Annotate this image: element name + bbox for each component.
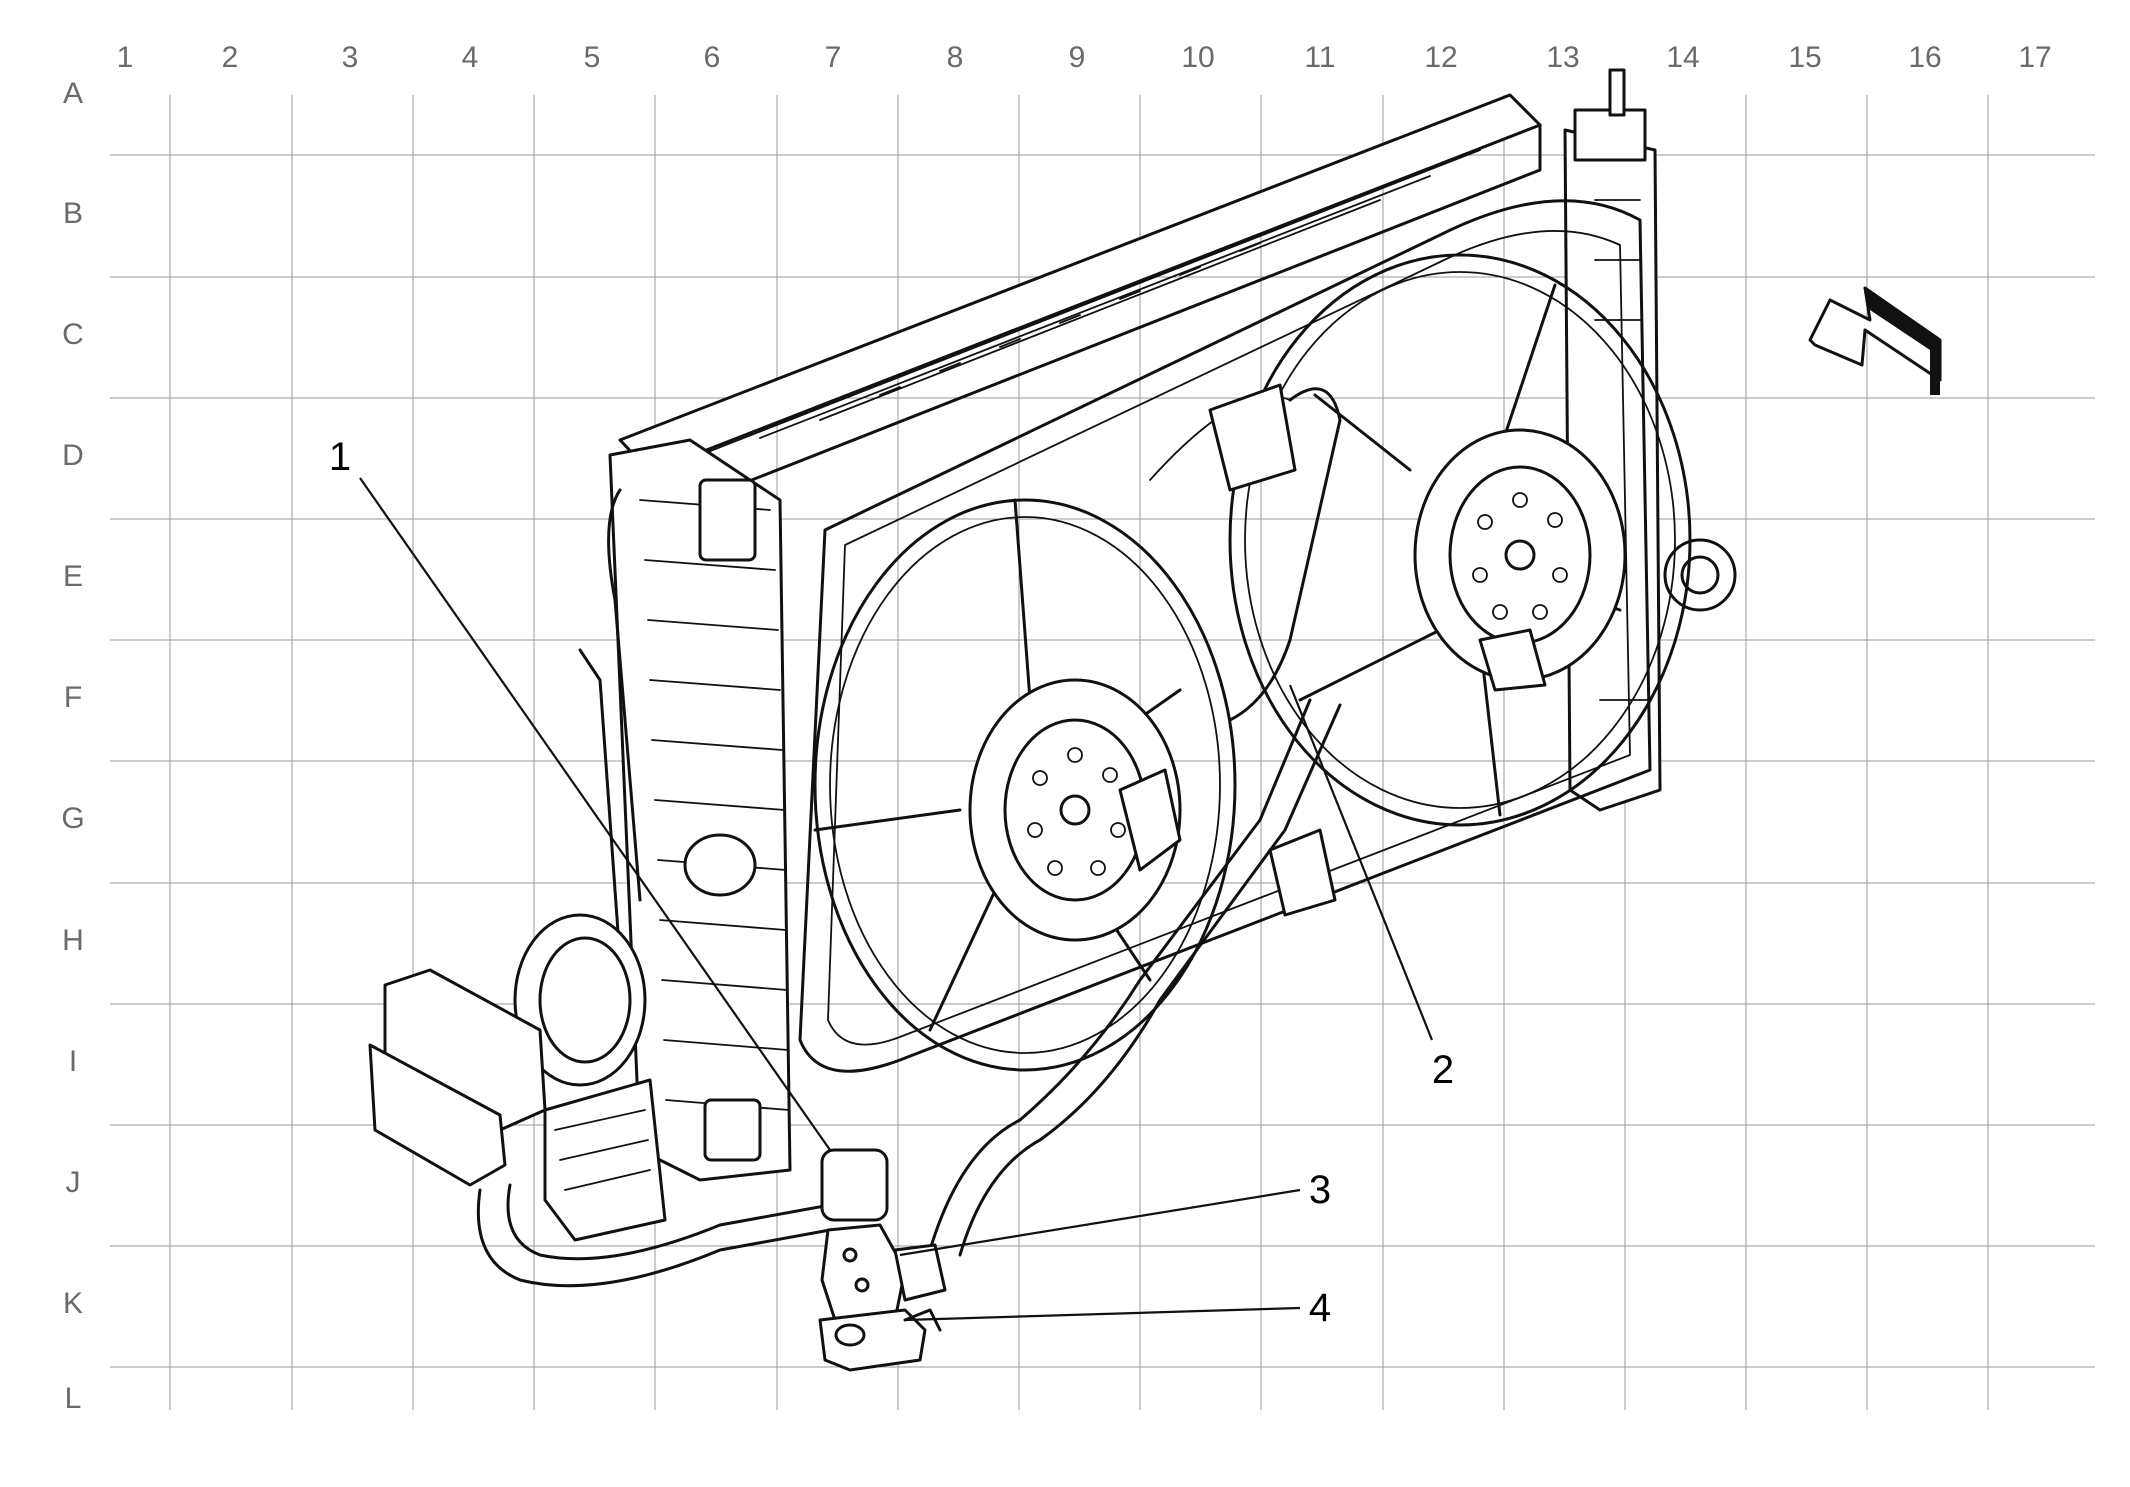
wiring-harness bbox=[476, 383, 1342, 1288]
right-cooling-fan bbox=[1228, 253, 1692, 827]
grid-column-label: 1 bbox=[117, 41, 134, 74]
grid-row-labels: A B C D E F G H I J K L bbox=[61, 77, 84, 1415]
grid-row-label: J bbox=[66, 1166, 81, 1199]
callout-3: 3 bbox=[1309, 1168, 1331, 1212]
fan-shroud bbox=[798, 199, 1652, 1073]
grid-column-label: 17 bbox=[2018, 41, 2051, 74]
connector-3 bbox=[820, 1148, 947, 1322]
grid-row-label: H bbox=[62, 924, 84, 957]
air-intake-ring bbox=[513, 913, 647, 1087]
grid-column-label: 2 bbox=[222, 41, 239, 74]
grid-row-label: G bbox=[61, 802, 84, 835]
grid-column-label: 13 bbox=[1546, 41, 1579, 74]
grid-column-label: 16 bbox=[1908, 41, 1941, 74]
junction-box bbox=[368, 968, 667, 1242]
grid-row-label: A bbox=[63, 77, 83, 110]
leader-4 bbox=[904, 1306, 1301, 1322]
callout-leaders bbox=[359, 477, 1434, 1322]
grid-column-label: 6 bbox=[704, 41, 721, 74]
radiator-left-tank bbox=[558, 438, 792, 1182]
grid-row-label: B bbox=[63, 197, 83, 230]
grid-column-label: 11 bbox=[1304, 41, 1335, 74]
grid-row-label: L bbox=[65, 1382, 82, 1415]
grid-column-label: 14 bbox=[1666, 41, 1699, 74]
callout-4: 4 bbox=[1309, 1286, 1331, 1330]
grid-column-label: 7 bbox=[825, 41, 842, 74]
grid-row-label: F bbox=[64, 681, 82, 714]
grid-column-label: 4 bbox=[462, 41, 479, 74]
grid-column-label: 10 bbox=[1181, 41, 1214, 74]
grid-row-label: D bbox=[62, 439, 84, 472]
leader-3 bbox=[899, 1188, 1301, 1257]
grid-row-label: I bbox=[69, 1045, 77, 1078]
radiator-top-tank bbox=[618, 93, 1542, 522]
grid-row-label: C bbox=[62, 318, 84, 351]
grid-row-label: E bbox=[63, 560, 83, 593]
grid-column-label: 15 bbox=[1788, 41, 1821, 74]
grid-row-label: K bbox=[63, 1287, 83, 1320]
radiator-fan-module-illustration bbox=[368, 68, 1942, 1372]
grid-column-label: 12 bbox=[1424, 41, 1457, 74]
leader-2 bbox=[1288, 684, 1434, 1041]
callouts: 1 2 3 4 bbox=[329, 435, 1454, 1330]
callout-2: 2 bbox=[1432, 1048, 1454, 1092]
left-cooling-fan bbox=[813, 498, 1237, 1072]
grid-column-label: 3 bbox=[342, 41, 359, 74]
grid-column-label: 5 bbox=[584, 41, 601, 74]
view-direction-arrow-icon bbox=[1808, 286, 1942, 395]
grid-column-label: 9 bbox=[1069, 41, 1086, 74]
connector-4 bbox=[818, 1308, 942, 1372]
grid-column-label: 8 bbox=[947, 41, 964, 74]
callout-1: 1 bbox=[329, 435, 351, 479]
leader-1 bbox=[359, 477, 831, 1151]
